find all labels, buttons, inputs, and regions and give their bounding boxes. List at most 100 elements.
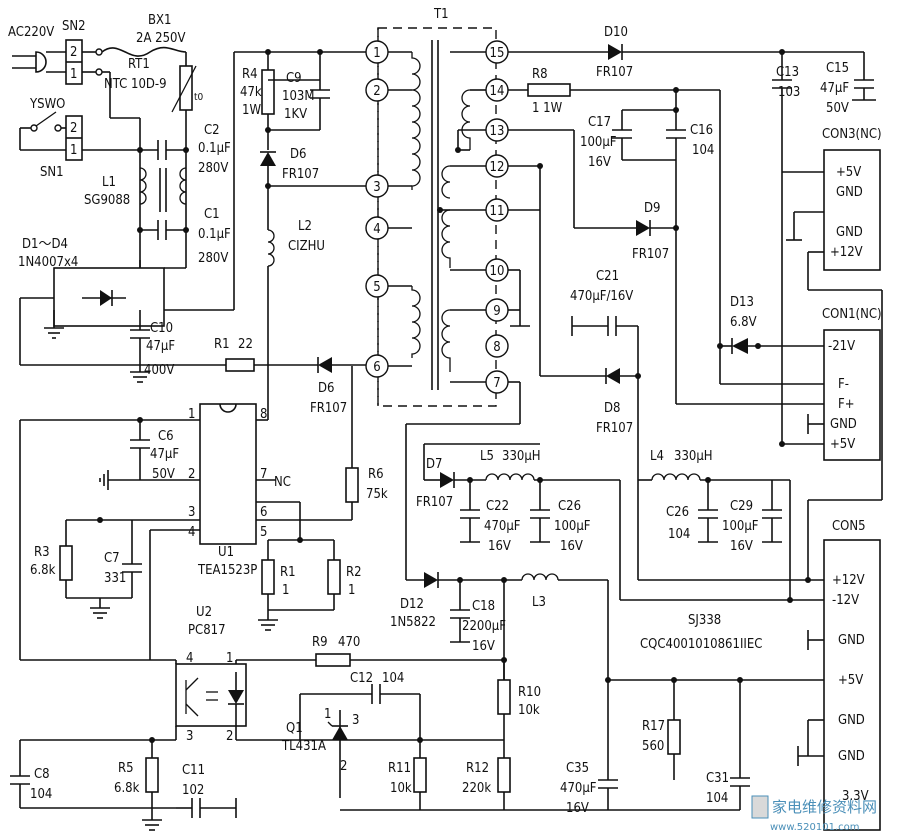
label-rt1: RT1 (128, 57, 150, 72)
junction-dots (97, 49, 811, 743)
t1-pin-1: 1 (373, 46, 380, 61)
label-con3: CON3(NC) (822, 127, 882, 142)
label-c1-v2: 280V (198, 251, 228, 266)
label-r6-val: 75k (366, 487, 388, 502)
label-con3-p2: GND (836, 185, 863, 200)
label-c22-v1: 470μF (484, 519, 521, 534)
label-r17-val: 560 (642, 739, 664, 754)
label-c31-val: 104 (706, 791, 728, 806)
label-r4: R4 (242, 67, 258, 82)
t1-pin-9: 9 (493, 304, 500, 319)
watermark: 家电维修资料网 www.520101.com (751, 795, 877, 833)
label-r5-val: 6.8k (114, 781, 140, 796)
label-r2: R2 (346, 565, 362, 580)
t1-pin-12: 12 (490, 160, 505, 175)
label-c18-v1: 2200μF (462, 619, 506, 634)
label-sn2-p2: 2 (70, 45, 77, 60)
label-c10-v1: 47μF (146, 339, 175, 354)
t1-pin-11: 11 (490, 204, 505, 219)
label-c11: C11 (182, 763, 205, 778)
label-con3-p3: GND (836, 225, 863, 240)
t1-pin-10: 10 (490, 264, 505, 279)
label-r11: R11 (388, 761, 411, 776)
label-d8: D8 (604, 401, 620, 416)
label-c21: C21 (596, 269, 619, 284)
label-l4: L4 (650, 449, 664, 464)
label-con1: CON1(NC) (822, 307, 882, 322)
label-q1: Q1 (286, 721, 303, 736)
label-r12: R12 (466, 761, 489, 776)
label-d1d4: D1～D4 (22, 237, 68, 252)
label-u1-p6: 6 (260, 505, 267, 520)
con1-connector (823, 329, 881, 461)
label-u1-p8: 8 (260, 407, 267, 422)
label-l1-val: SG9088 (84, 193, 130, 208)
label-rt1-val: NTC 10D-9 (104, 77, 167, 92)
label-r4-v2: 1W (242, 103, 261, 118)
label-c7: C7 (104, 551, 120, 566)
label-d6a: D6 (290, 147, 306, 162)
label-con1-p3: F+ (838, 397, 855, 412)
label-c15-v2: 50V (826, 101, 849, 116)
label-ac-in: AC220V (8, 25, 54, 40)
label-r3: R3 (34, 545, 50, 560)
u1-ic-body (199, 403, 257, 545)
label-r4-v1: 47k (240, 85, 262, 100)
label-c21-val: 470μF/16V (570, 289, 633, 304)
label-l2-val: CIZHU (288, 239, 325, 254)
label-d7-val: FR107 (416, 495, 453, 510)
label-r2-val: 1 (348, 583, 355, 598)
label-u1: U1 (218, 545, 234, 560)
label-c9: C9 (286, 71, 302, 86)
label-u2-p3: 3 (186, 729, 193, 744)
label-c26a-v1: 100μF (554, 519, 591, 534)
label-sj338: SJ338 (688, 613, 721, 628)
label-con1-p4: GND (830, 417, 857, 432)
label-c6-v2: 50V (152, 467, 175, 482)
label-r6: R6 (368, 467, 384, 482)
label-con5-p3: GND (838, 633, 865, 648)
label-d6b-val: FR107 (310, 401, 347, 416)
component-labels: AC220V SN2 BX1 2A 250V T1 D10 FR107 2 1 … (8, 7, 882, 816)
label-r1: R1 (214, 337, 230, 352)
label-con1-p5: +5V (830, 437, 855, 452)
label-c13-val: 103 (778, 85, 800, 100)
label-q1-val: TL431A (281, 739, 326, 754)
label-c26b-val: 104 (668, 527, 690, 542)
label-c29-v1: 100μF (722, 519, 759, 534)
label-c22: C22 (486, 499, 509, 514)
label-sn2: SN2 (62, 19, 86, 34)
label-c2: C2 (204, 123, 220, 138)
con3-connector (823, 149, 881, 271)
label-u1-p3: 3 (188, 505, 195, 520)
label-l5-val: 330μH (502, 449, 541, 464)
label-q1-p3: 3 (352, 713, 359, 728)
label-c17-v1: 100μF (580, 135, 617, 150)
label-l4-val: 330μH (674, 449, 713, 464)
label-d10: D10 (604, 25, 628, 40)
label-c12-val: 104 (382, 671, 404, 686)
label-c35-v2: 16V (566, 801, 589, 816)
watermark-url: www.520101.com (770, 822, 860, 833)
label-r9: R9 (312, 635, 328, 650)
label-c35-v1: 470μF (560, 781, 597, 796)
label-l3: L3 (532, 595, 546, 610)
t1-pin-7: 7 (493, 376, 500, 391)
label-d9-val: FR107 (632, 247, 669, 262)
t1-pin-4: 4 (373, 222, 380, 237)
label-q1-p2: 2 (340, 759, 347, 774)
label-c29: C29 (730, 499, 753, 514)
label-u1-p7: 7 (260, 467, 267, 482)
label-c1: C1 (204, 207, 220, 222)
label-c26a-v2: 16V (560, 539, 583, 554)
label-u1-p4: 4 (188, 525, 195, 540)
label-d7: D7 (426, 457, 442, 472)
label-con5-p2: -12V (832, 593, 859, 608)
label-d13: D13 (730, 295, 754, 310)
label-yswo: YSWO (29, 97, 65, 112)
label-c8-val: 104 (30, 787, 52, 802)
t1-pin-8: 8 (493, 340, 500, 355)
label-con3-p4: +12V (830, 245, 863, 260)
label-sn2-p1: 1 (70, 67, 77, 82)
label-r5: R5 (118, 761, 134, 776)
